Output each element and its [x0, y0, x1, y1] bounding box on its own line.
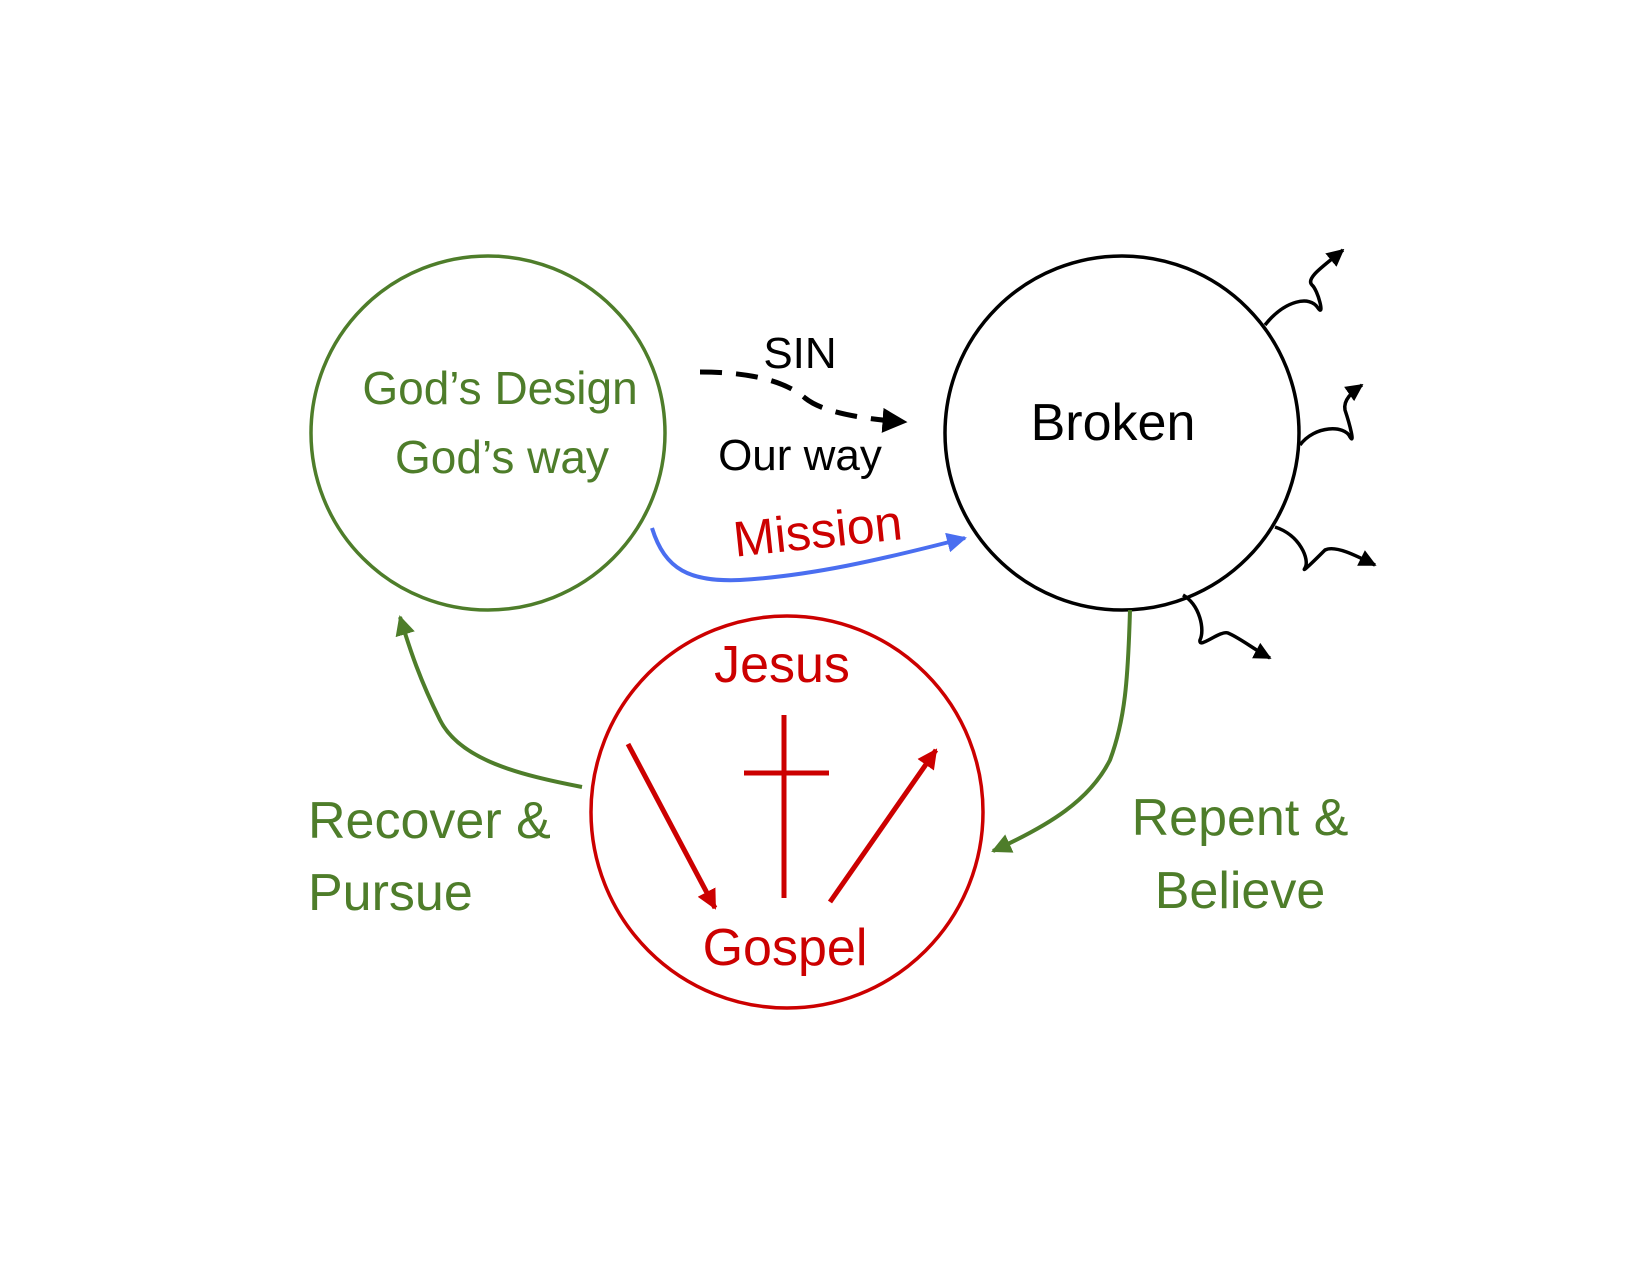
repent-arrow [991, 609, 1132, 853]
sin-label: SIN [763, 329, 836, 378]
descent-arrow [625, 742, 718, 910]
ascent-arrow [827, 748, 939, 904]
gods-way-label: God’s way [395, 431, 609, 483]
believe-label: Believe [1155, 862, 1326, 920]
sin-dashed-arrow [699, 369, 908, 433]
gods-design-title: God’s Design [362, 362, 637, 414]
node-gods-design: God’s Design God’s way [309, 254, 667, 612]
gospel-label: Gospel [703, 919, 868, 977]
jesus-label: Jesus [714, 636, 850, 694]
our-way-label: Our way [718, 431, 882, 480]
broken-circle [943, 254, 1301, 612]
mission-label: Mission [730, 494, 904, 567]
broken-label: Broken [1031, 394, 1196, 452]
scatter-arrow [1181, 593, 1272, 660]
edge-mission: Mission [650, 494, 967, 583]
edge-recover-pursue: Recover & Pursue [308, 615, 583, 922]
pursue-label: Pursue [308, 864, 473, 922]
node-broken: Broken [943, 254, 1301, 612]
scatter-arrow [1298, 383, 1364, 447]
gospel-circle [589, 614, 985, 1010]
broken-scatter-arrows [1181, 248, 1377, 660]
scatter-arrow [1263, 248, 1345, 327]
edge-sin: SIN Our way [699, 329, 908, 480]
node-gospel: Jesus Gospel [589, 614, 985, 1010]
repent-label: Repent & [1132, 789, 1349, 847]
mission-arrow [650, 527, 967, 583]
scatter-arrow [1274, 525, 1377, 572]
recover-label: Recover & [308, 792, 551, 850]
edge-repent-believe: Repent & Believe [991, 609, 1349, 920]
gods-design-circle [309, 254, 667, 612]
recover-arrow [395, 615, 583, 789]
